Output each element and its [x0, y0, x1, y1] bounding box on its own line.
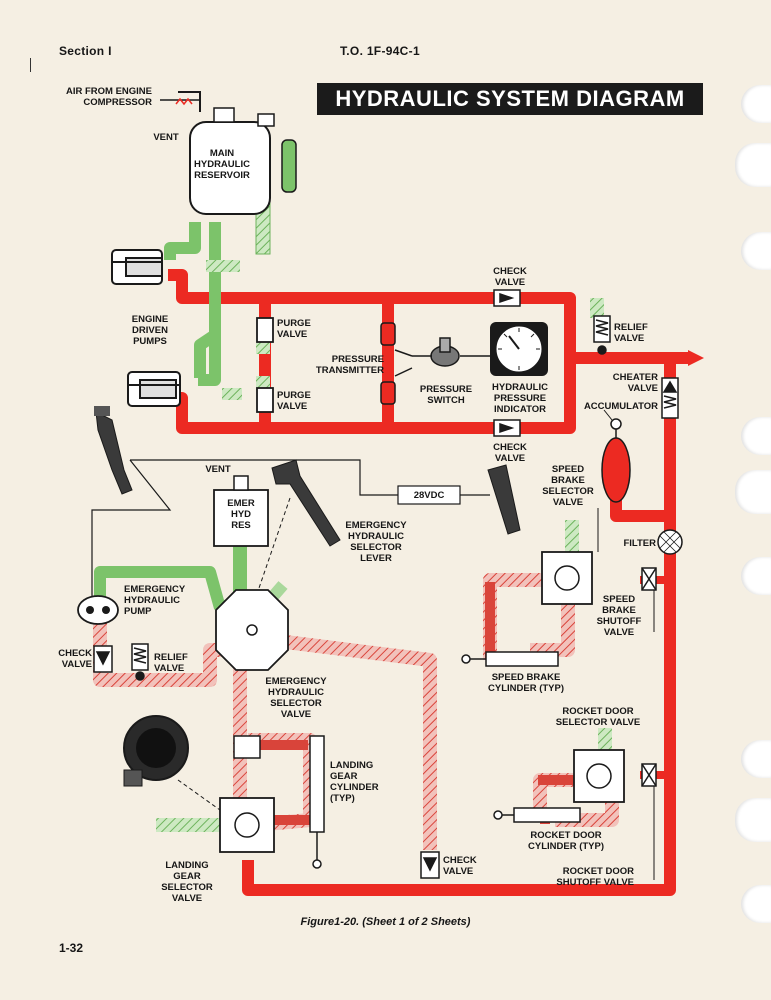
check-valve-left: [93, 645, 113, 673]
page-title: HYDRAULIC SYSTEM DIAGRAM: [317, 83, 703, 115]
relief-valve-top: [593, 315, 611, 355]
check-valve-top: [493, 289, 521, 307]
label-relief-valve-left: RELIEF VALVE: [154, 652, 188, 674]
pressure-transmitter: [380, 322, 413, 405]
doc-code: T.O. 1F-94C-1: [340, 44, 420, 58]
label-check-valve-left: CHECK VALVE: [58, 648, 92, 670]
label-vent-emer: VENT: [205, 464, 231, 475]
rocket-door-selector-valve: [573, 749, 625, 803]
purge-valve-lower: [256, 387, 274, 413]
label-speed-brake-selector: SPEED BRAKE SELECTOR VALVE: [542, 464, 594, 508]
speed-brake-selector-valve: [487, 464, 593, 605]
accumulator: [601, 418, 631, 503]
label-landing-gear-cylinder: LANDING GEAR CYLINDER (TYP): [330, 760, 379, 804]
label-check-valve-mid: CHECK VALVE: [493, 442, 527, 464]
return-line-main: [198, 222, 221, 386]
page-number: 1-32: [59, 941, 84, 955]
label-pressure-indicator: HYDRAULIC PRESSURE INDICATOR: [492, 382, 548, 415]
check-valve-bottom: [420, 851, 440, 879]
engine-pump-upper: [111, 249, 163, 285]
label-rocket-door-selector: ROCKET DOOR SELECTOR VALVE: [555, 706, 641, 728]
pressure-switch: [412, 337, 490, 367]
label-purge-valve-lower: PURGE VALVE: [277, 390, 311, 412]
binder-hole: [741, 232, 771, 270]
label-relief-valve-top: RELIEF VALVE: [614, 322, 648, 344]
outlet-arrow: [688, 350, 704, 366]
label-check-valve-top: CHECK VALVE: [493, 266, 527, 288]
control-stick: [94, 406, 133, 495]
speed-brake-shutoff-valve: [641, 567, 657, 591]
power-28vdc-box: [397, 485, 461, 505]
label-accumulator: ACCUMULATOR: [583, 401, 658, 412]
landing-gear-cylinder: [309, 735, 325, 869]
label-rocket-door-shutoff: ROCKET DOOR SHUTOFF VALVE: [556, 866, 634, 888]
cheater-valve: [661, 377, 679, 419]
label-pressure-transmitter: PRESSURE TRANSMITTER: [315, 354, 384, 376]
label-purge-valve-upper: PURGE VALVE: [277, 318, 311, 340]
section-label: Section I: [59, 44, 112, 58]
label-engine-pumps: ENGINE DRIVEN PUMPS: [131, 314, 169, 347]
pressure-line-top: [168, 269, 690, 364]
label-emer-res: EMER HYD RES: [227, 498, 255, 531]
hydraulic-pressure-indicator: [490, 322, 548, 376]
label-speed-brake-shutoff: SPEED BRAKE SHUTOFF VALVE: [596, 594, 642, 638]
landing-gear-selector-valve: [219, 797, 275, 853]
label-emer-selector-valve: EMERGENCY HYDRAULIC SELECTOR VALVE: [265, 676, 327, 720]
main-reservoir: [160, 91, 297, 215]
rocket-door-shutoff-valve: [641, 763, 657, 787]
binder-hole: [741, 740, 771, 778]
pressure-line-return-loop: [242, 358, 676, 896]
binder-hole: [735, 798, 771, 842]
relief-valve-left: [131, 643, 149, 681]
wiring: [91, 459, 490, 600]
label-pressure-switch: PRESSURE SWITCH: [419, 384, 473, 406]
label-emer-pump: EMERGENCY HYDRAULIC PUMP: [124, 584, 186, 617]
label-main-reservoir: MAIN HYDRAULIC RESERVOIR: [194, 148, 250, 181]
emergency-reservoir: [213, 475, 269, 547]
label-air-from-engine: AIR FROM ENGINE COMPRESSOR: [65, 86, 152, 108]
purge-valve-upper: [256, 317, 274, 343]
label-cheater-valve: CHEATER VALVE: [612, 372, 658, 394]
binder-hole: [735, 470, 771, 514]
binder-hole: [735, 143, 771, 187]
margin-mark: [30, 58, 31, 72]
label-emer-selector-lever: EMERGENCY HYDRAULIC SELECTOR LEVER: [345, 520, 407, 564]
binder-hole: [741, 85, 771, 123]
label-check-valve-bottom: CHECK VALVE: [443, 855, 477, 877]
filter: [657, 529, 683, 555]
label-filter: FILTER: [623, 538, 656, 549]
emergency-hydraulic-pump: [77, 595, 119, 625]
figure-caption: Figure1-20. (Sheet 1 of 2 Sheets): [300, 916, 471, 928]
label-landing-gear-selector: LANDING GEAR SELECTOR VALVE: [161, 860, 213, 904]
binder-hole: [741, 885, 771, 923]
speed-brake-cylinder: [461, 651, 559, 667]
label-vent-top: VENT: [153, 132, 179, 143]
binder-hole: [741, 557, 771, 595]
check-valve-mid: [493, 419, 521, 437]
leader-lines: [597, 409, 655, 880]
label-speed-brake-cylinder: SPEED BRAKE CYLINDER (TYP): [488, 672, 564, 694]
label-rocket-door-cylinder: ROCKET DOOR CYLINDER (TYP): [528, 830, 604, 852]
emergency-selector-valve: [215, 589, 289, 671]
engine-pump-lower: [127, 371, 181, 407]
rocket-door-cylinder: [493, 807, 581, 823]
label-28vdc: 28VDC: [413, 490, 445, 501]
landing-gear-handle: [123, 715, 221, 811]
binder-hole: [741, 417, 771, 455]
